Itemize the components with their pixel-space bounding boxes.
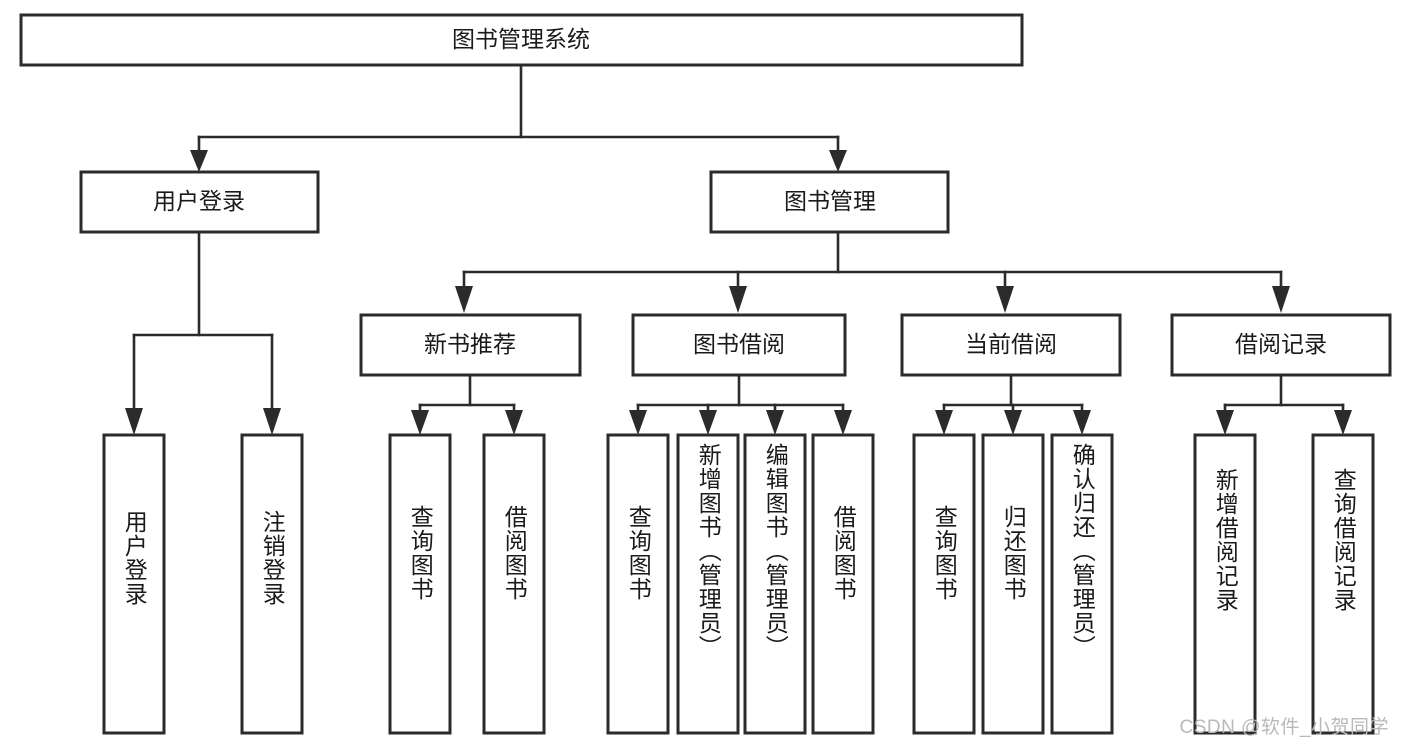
node-current-borrow-label: 当前借阅: [965, 331, 1057, 357]
node-root[interactable]: 图书管理系统: [19, 13, 1024, 67]
connector-group-book-management: [455, 230, 1290, 313]
node-current-borrow[interactable]: 当前借阅: [900, 313, 1122, 377]
node-user-login[interactable]: 用户登录: [79, 170, 320, 234]
node-leaf-confirm-return-box[interactable]: [1050, 433, 1114, 735]
node-new-book-recommend[interactable]: 新书推荐: [359, 313, 582, 377]
node-new-book-recommend-box[interactable]: [359, 313, 582, 377]
node-leaf-query-book-1-box[interactable]: [388, 433, 452, 735]
node-user-login-box[interactable]: [79, 170, 320, 234]
node-leaf-logout-login-box[interactable]: [240, 433, 304, 735]
node-new-book-recommend-label: 新书推荐: [424, 331, 516, 357]
arrowhead-leaf-confirm-return: [1073, 410, 1091, 435]
leaf-box-group: [102, 433, 1375, 735]
node-leaf-user-login-box[interactable]: [102, 433, 166, 735]
node-leaf-return-book-box[interactable]: [981, 433, 1045, 735]
node-book-management-box[interactable]: [709, 170, 950, 234]
arrowhead-leaf-query-record: [1334, 410, 1352, 435]
node-leaf-edit-book-box[interactable]: [743, 433, 807, 735]
arrowhead-new-book-recommend: [455, 286, 473, 313]
node-leaf-add-record-box[interactable]: [1193, 433, 1257, 735]
arrowhead-borrow-record: [1272, 286, 1290, 313]
node-leaf-add-book-box[interactable]: [676, 433, 740, 735]
node-root-label: 图书管理系统: [452, 26, 590, 52]
arrowhead-book-borrow: [729, 286, 747, 313]
node-book-management[interactable]: 图书管理: [709, 170, 950, 234]
arrowhead-leaf-logout-login: [263, 408, 281, 435]
node-book-borrow-box[interactable]: [631, 313, 847, 377]
arrowhead-leaf-query-book-2: [629, 410, 647, 435]
node-borrow-record[interactable]: 借阅记录: [1170, 313, 1392, 377]
connector-group-borrow-record: [1216, 373, 1352, 435]
arrowhead-leaf-edit-book: [766, 410, 784, 435]
node-book-borrow-label: 图书借阅: [693, 331, 785, 357]
arrowhead-leaf-borrow-book-1: [505, 410, 523, 435]
node-leaf-query-record-box[interactable]: [1311, 433, 1375, 735]
connector-group-book-borrow: [629, 373, 852, 435]
node-borrow-record-label: 借阅记录: [1235, 331, 1327, 357]
node-leaf-borrow-book-2-box[interactable]: [811, 433, 875, 735]
node-current-borrow-box[interactable]: [900, 313, 1122, 377]
connector-group-user-login: [125, 230, 281, 435]
connector-group-new-book-recommend: [411, 373, 523, 435]
arrowhead-user-login: [190, 150, 208, 172]
node-book-borrow[interactable]: 图书借阅: [631, 313, 847, 377]
arrowhead-current-borrow: [996, 286, 1014, 313]
node-borrow-record-box[interactable]: [1170, 313, 1392, 377]
arrowhead-leaf-borrow-book-2: [834, 410, 852, 435]
connector-group-root: [190, 63, 847, 172]
node-user-login-label: 用户登录: [153, 188, 245, 214]
node-leaf-query-book-2-box[interactable]: [606, 433, 670, 735]
node-leaf-query-book-3-box[interactable]: [912, 433, 976, 735]
arrowhead-leaf-add-book: [699, 410, 717, 435]
node-book-management-label: 图书管理: [784, 188, 876, 214]
arrowhead-leaf-add-record: [1216, 410, 1234, 435]
node-leaf-borrow-book-1-box[interactable]: [482, 433, 546, 735]
arrowhead-leaf-return-book: [1004, 410, 1022, 435]
node-root-box[interactable]: [19, 13, 1024, 67]
arrowhead-leaf-user-login: [125, 408, 143, 435]
csdn-watermark: CSDN @软件_小贺同学: [1179, 717, 1389, 738]
arrowhead-leaf-query-book-3: [935, 410, 953, 435]
connector-group-current-borrow: [935, 373, 1091, 435]
arrowhead-book-management: [829, 150, 847, 172]
arrowhead-leaf-query-book-1: [411, 410, 429, 435]
